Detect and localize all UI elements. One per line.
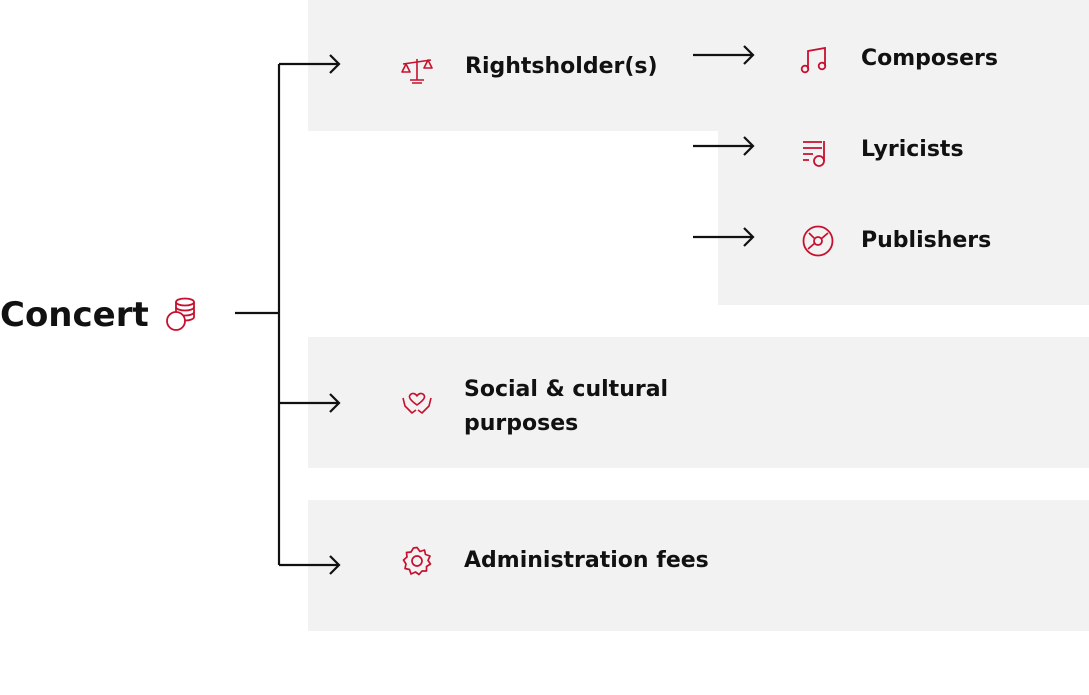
music-note-icon (800, 46, 827, 74)
branch-label-rightsholders: Rightsholder(s) (465, 54, 658, 79)
administration-panel (308, 500, 1089, 631)
arrow-rightsholders (279, 54, 341, 74)
scales-icon (401, 59, 433, 84)
arrow-admin (279, 555, 341, 575)
arrow-publishers (693, 227, 755, 247)
branch-label-social-line-1: Social & cultural (464, 377, 669, 402)
branch-label-social-line-2: purposes (464, 411, 579, 436)
arrow-social (279, 393, 341, 413)
gear-icon (402, 546, 432, 576)
child-label-composers: Composers (861, 46, 999, 71)
social-cultural-panel (308, 337, 1089, 468)
arrow-lyricists (693, 136, 755, 156)
rightsholders-subpanel (718, 0, 1089, 305)
disc-icon (802, 225, 834, 257)
child-label-lyricists: Lyricists (861, 137, 964, 162)
lyrics-note-icon (803, 141, 825, 167)
child-label-publishers: Publishers (861, 228, 992, 253)
root-label-concert: Concert (0, 295, 149, 335)
arrow-composers (693, 45, 755, 65)
branch-label-administration: Administration fees (464, 548, 709, 573)
heart-hands-icon (402, 392, 432, 414)
coins-stack-icon (166, 297, 195, 331)
